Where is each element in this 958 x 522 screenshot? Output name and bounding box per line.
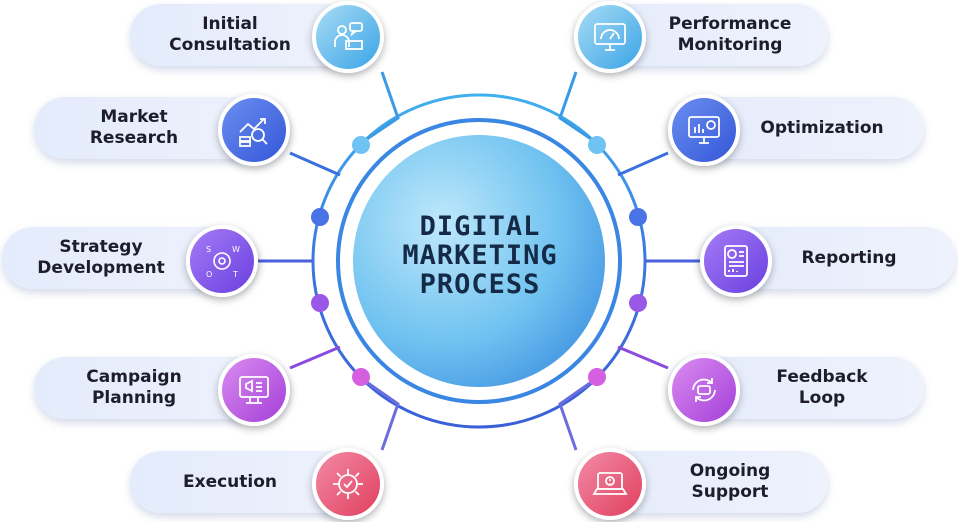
title-line: MARKETING xyxy=(402,240,558,271)
ring-dot xyxy=(629,208,647,226)
step-label: Optimization xyxy=(760,117,884,138)
report-document-icon xyxy=(700,225,772,297)
svg-text:O: O xyxy=(206,270,212,279)
ring-dot xyxy=(311,294,329,312)
connector-feedback xyxy=(617,345,669,370)
consultation-icon xyxy=(312,1,384,73)
execution-gear-icon xyxy=(312,448,384,520)
title-line: DIGITAL xyxy=(419,211,541,242)
svg-text:T: T xyxy=(232,270,238,279)
connector-campaign xyxy=(289,345,341,370)
campaign-planning-icon xyxy=(218,354,290,426)
feedback-loop-icon xyxy=(668,354,740,426)
center-disc xyxy=(353,135,605,387)
ring-dot xyxy=(352,136,370,154)
connector-support xyxy=(558,374,601,451)
svg-text:S: S xyxy=(206,245,211,254)
svg-text:W: W xyxy=(232,245,240,254)
ring-dot xyxy=(588,368,606,386)
swot-icon: S W O T xyxy=(186,225,258,297)
connector-market-research xyxy=(289,151,341,177)
title-line: PROCESS xyxy=(419,269,541,300)
step-label: Reporting xyxy=(801,247,897,268)
ring-dot xyxy=(352,368,370,386)
optimization-chart-icon xyxy=(668,94,740,166)
market-research-icon xyxy=(218,94,290,166)
connector-optimization xyxy=(617,151,669,177)
ring-dot xyxy=(588,136,606,154)
support-laptop-icon xyxy=(574,448,646,520)
diagram-title: DIGITAL MARKETING PROCESS xyxy=(370,212,590,299)
connector-performance xyxy=(558,71,601,147)
gauge-monitor-icon xyxy=(574,1,646,73)
ring-dot xyxy=(311,208,329,226)
ring-dot xyxy=(629,294,647,312)
step-label: Execution xyxy=(182,471,278,492)
connector-execution xyxy=(357,374,400,451)
